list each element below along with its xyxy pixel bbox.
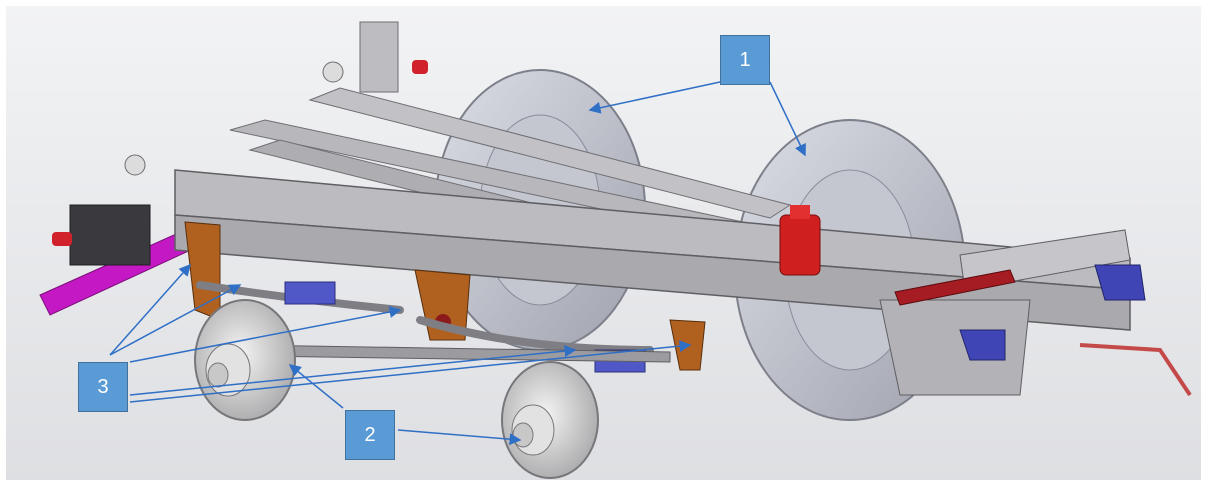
arrow-3d bbox=[129, 345, 577, 396]
hydraulic-jack bbox=[779, 205, 821, 276]
end-cap-right bbox=[1094, 264, 1146, 301]
callout-1: 1 bbox=[720, 35, 770, 85]
arrow-2a bbox=[397, 429, 522, 446]
arrow-3c bbox=[129, 306, 402, 363]
callout-3: 3 bbox=[78, 362, 128, 412]
arrow-3a bbox=[109, 263, 191, 356]
red-strut bbox=[894, 269, 1016, 306]
arrow-1b bbox=[769, 81, 806, 157]
callout-2: 2 bbox=[345, 410, 395, 460]
callout-1-label: 1 bbox=[739, 48, 751, 71]
callout-3-label: 3 bbox=[97, 375, 109, 398]
crank-handle bbox=[1079, 343, 1192, 397]
mast-bracket bbox=[322, 21, 428, 93]
main-frame bbox=[174, 169, 1131, 396]
hitch-box bbox=[52, 154, 151, 266]
front-hub-left bbox=[194, 299, 296, 421]
arrow-2b bbox=[288, 364, 344, 409]
arrow-3e bbox=[129, 340, 692, 403]
callout-2-label: 2 bbox=[364, 423, 376, 446]
arrow-3b bbox=[109, 284, 242, 356]
arrow-1a bbox=[588, 81, 721, 114]
end-cap-front bbox=[959, 329, 1006, 361]
front-hub-right bbox=[501, 361, 599, 479]
callout-arrows bbox=[109, 81, 806, 446]
axle-mount-left bbox=[284, 281, 336, 305]
